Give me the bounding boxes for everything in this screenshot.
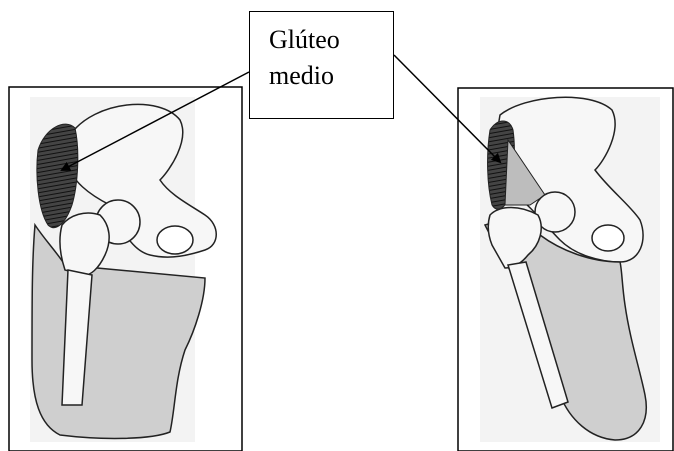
callout-label-line-2: medio <box>269 58 393 94</box>
left-panel <box>9 87 242 451</box>
callout-label-line-1: Glúteo <box>269 22 393 58</box>
callout-label-box: Glúteo medio <box>249 11 394 119</box>
right-panel <box>458 88 673 451</box>
left-obturator-foramen <box>157 226 193 254</box>
right-obturator-foramen <box>592 225 624 251</box>
